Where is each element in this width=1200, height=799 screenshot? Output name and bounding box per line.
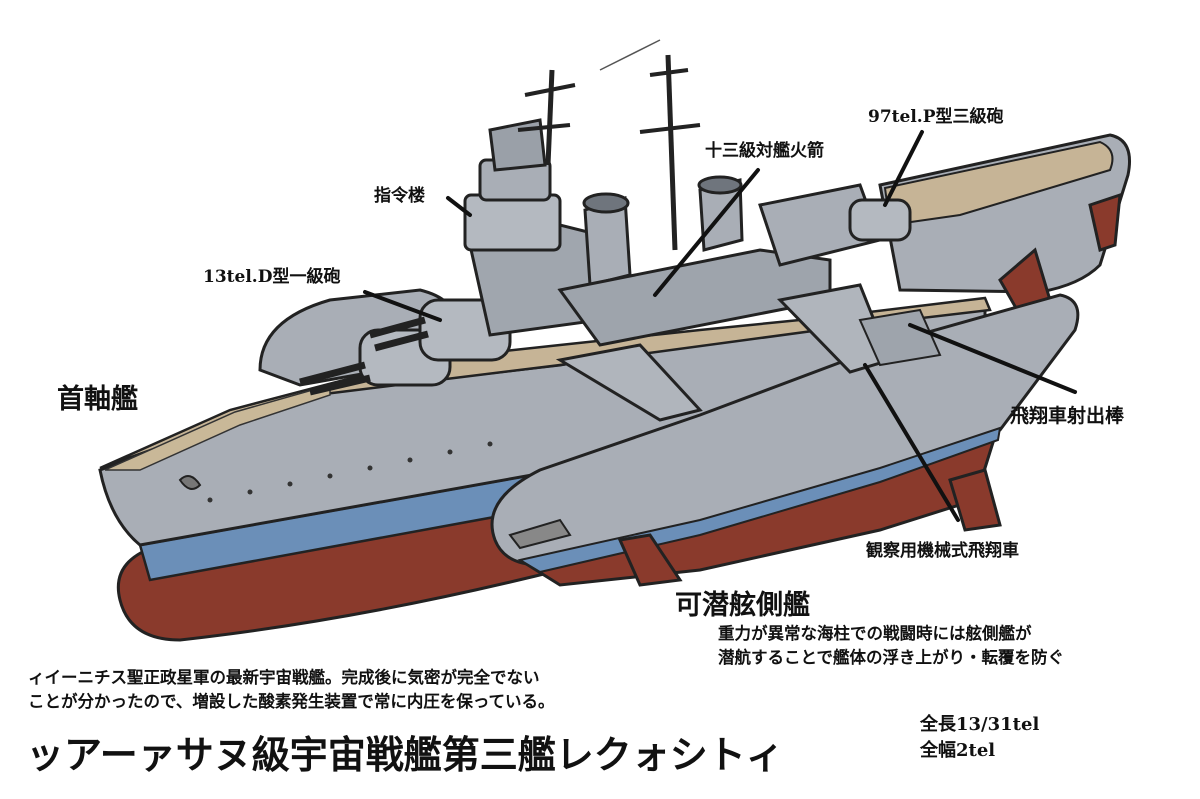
label-submersible-outrigger: 可潜舷側艦 <box>675 590 810 621</box>
leader-tertiary-gun <box>883 130 924 207</box>
specs: 全長13/31tel 全幅2tel <box>920 712 1039 764</box>
description: ィイーニチス聖正政星軍の最新宇宙戦艦。完成後に気密が完全でない ことが分かったの… <box>28 666 555 714</box>
leader-command-tower <box>446 196 472 217</box>
label-bow-ship: 首軸艦 <box>57 384 138 415</box>
label-catapult: 飛翔車射出棒 <box>1010 405 1125 427</box>
label-tertiary-gun: 97tel.P型三級砲 <box>868 107 1004 127</box>
forward-turrets <box>258 288 512 396</box>
near-outrigger <box>490 283 1080 587</box>
spec-width: 全幅2tel <box>920 740 996 761</box>
leader-catapult <box>908 323 1077 394</box>
description-line1: ィイーニチス聖正政星軍の最新宇宙戦艦。完成後に気密が完全でない <box>28 668 540 687</box>
command-tower <box>463 39 912 347</box>
label-main-gun: 13tel.D型一級砲 <box>203 267 341 287</box>
description-line2: ことが分かったので、増設した酸素発生装置で常に内圧を保っている。 <box>28 692 555 711</box>
leader-recon-aircraft <box>863 363 960 522</box>
outrigger-note: 重力が異常な海柱での戦闘時には舷側艦が 潜航することで艦体の浮き上がり・転覆を防… <box>718 622 1064 670</box>
leader-anti-ship-rocket <box>653 168 760 297</box>
leader-main-gun <box>363 290 442 322</box>
page-title: ッアーァサヌ級宇宙戦艦第三艦レクォシトィ <box>26 732 784 777</box>
label-command-tower: 指令楼 <box>374 186 425 206</box>
label-anti-ship-rocket: 十三級対艦火箭 <box>705 141 824 161</box>
outrigger-note-line2: 潜航することで艦体の浮き上がり・転覆を防ぐ <box>718 648 1065 667</box>
outrigger-note-line1: 重力が異常な海柱での戦闘時には舷側艦が <box>718 624 1032 643</box>
leader-lines <box>363 130 1077 522</box>
label-recon-aircraft: 観察用機械式飛翔車 <box>866 541 1019 561</box>
spec-length: 全長13/31tel <box>920 714 1040 735</box>
